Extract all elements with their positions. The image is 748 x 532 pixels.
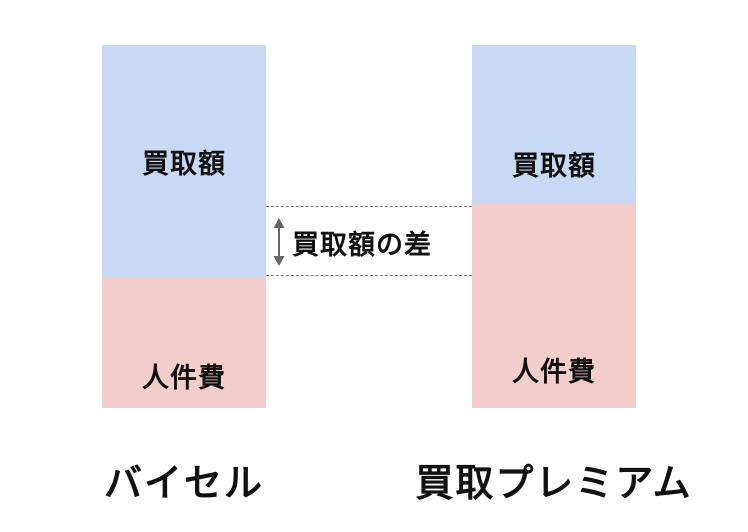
- left-labor-cost-label: 人件費: [142, 363, 226, 394]
- right-company-name: 買取プレミアム: [415, 461, 693, 505]
- left-labor-cost-block: 人件費: [102, 278, 266, 408]
- right-buy-amount-label: 買取額: [512, 150, 596, 182]
- left-company-name: バイセル: [103, 461, 264, 505]
- upper-dashed-line: [266, 206, 472, 207]
- right-labor-cost-block: 人件費: [472, 203, 636, 408]
- difference-annotation: 買取額の差: [272, 214, 432, 270]
- double-arrow-vertical-icon: [273, 218, 285, 266]
- difference-label: 買取額の差: [292, 229, 432, 261]
- lower-dashed-line: [266, 275, 472, 276]
- left-buy-amount-label: 買取額: [142, 149, 226, 180]
- left-buy-amount-block: 買取額: [102, 45, 266, 278]
- right-labor-cost-label: 人件費: [512, 357, 596, 388]
- right-buy-amount-block: 買取額: [472, 45, 636, 203]
